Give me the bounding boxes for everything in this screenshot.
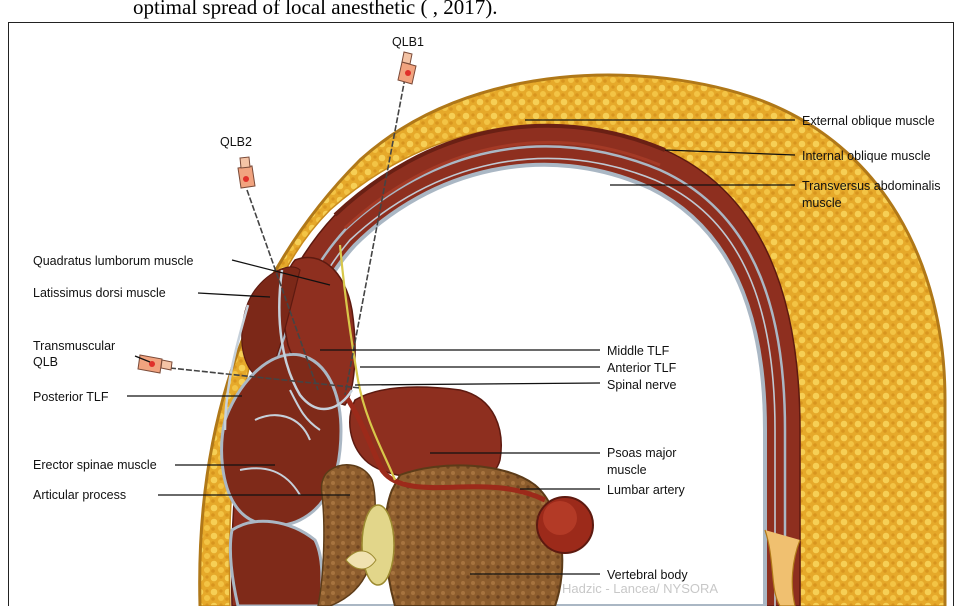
aorta-lumen (543, 501, 577, 535)
label-psoas-1: Psoas major (607, 446, 676, 460)
transmuscular-label-2: QLB (33, 355, 58, 369)
label-articular-process: Articular process (33, 488, 126, 502)
label-quadratus-lumborum: Quadratus lumborum muscle (33, 254, 194, 268)
label-middle-tlf: Middle TLF (607, 344, 670, 358)
label-anterior-tlf: Anterior TLF (607, 361, 677, 375)
label-psoas-2: muscle (607, 463, 647, 477)
label-internal-oblique: Internal oblique muscle (802, 149, 931, 163)
transmuscular-label-1: Transmuscular (33, 339, 115, 353)
qlb1-label: QLB1 (392, 35, 424, 49)
label-lumbar-artery: Lumbar artery (607, 483, 686, 497)
qlb2-label: QLB2 (220, 135, 252, 149)
label-posterior-tlf: Posterior TLF (33, 390, 109, 404)
label-erector-spinae: Erector spinae muscle (33, 458, 157, 472)
label-transversus-1: Transversus abdominalis (802, 179, 940, 193)
label-vertebral-body: Vertebral body (607, 568, 688, 582)
label-spinal-nerve: Spinal nerve (607, 378, 677, 392)
multifidus (230, 521, 322, 606)
watermark: Hadzic - Lancea/ NYSORA (562, 581, 718, 596)
label-external-oblique: External oblique muscle (802, 114, 935, 128)
spinal-cord (362, 505, 394, 585)
label-transversus-2: muscle (802, 196, 842, 210)
label-latissimus-dorsi: Latissimus dorsi muscle (33, 286, 166, 300)
